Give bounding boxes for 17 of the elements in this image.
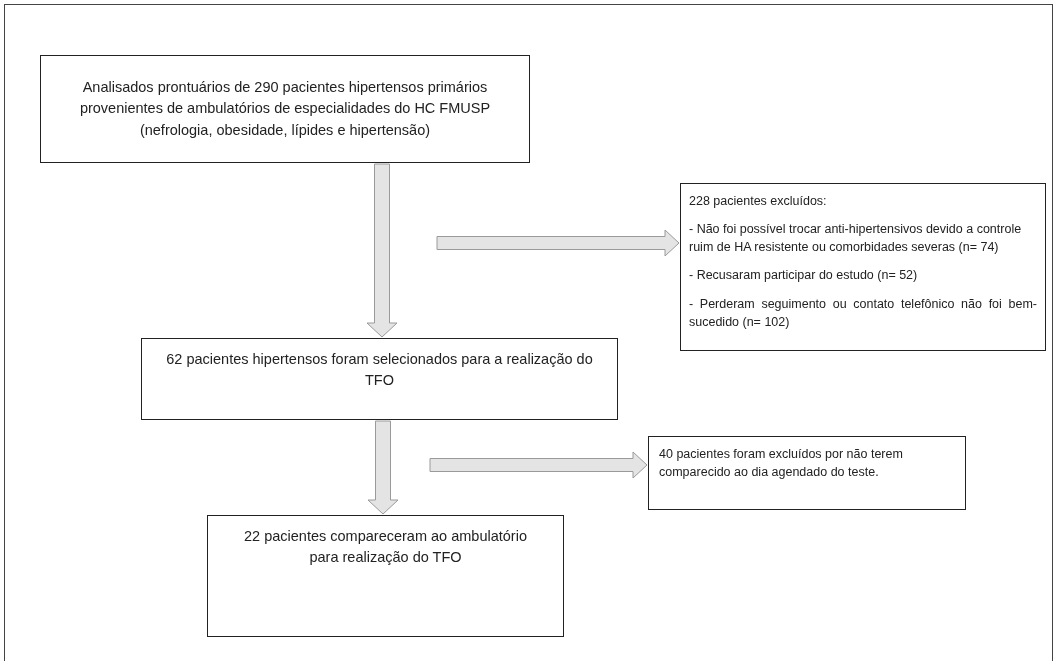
exclusion-reason: - Não foi possível trocar anti-hipertensivos devido a controle ruim de HA resistente ou comorbidades severas (n= 74) [689,221,1023,257]
process-box [141,338,618,420]
process-box [680,183,1046,351]
box-text: Analisados prontuários de 290 pacientes hipertensos primários provenientes de ambulatórios de especialidades do HC FMUSP (nefrologia, obesidade, lípides e hipertensão) [78,78,492,140]
block-arrow [436,229,680,257]
box-text: 40 pacientes foram excluídos por não terem comparecido ao dia agendado do teste. [659,446,904,482]
block-arrow [367,420,399,515]
block-arrow [429,451,648,479]
process-box [648,436,966,510]
box-text: 62 pacientes hipertensos foram selecionados para a realização do TFO [165,350,594,390]
process-box [40,55,530,163]
block-arrow [366,163,398,338]
exclusion-reason: - Recusaram participar do estudo (n= 52) [689,267,919,285]
process-box [207,515,564,637]
exclusion-reason: - Perderam seguimento ou contato telefônico não foi bem-sucedido (n= 102) [689,295,1037,331]
box-text: 22 pacientes compareceram ao ambulatório para realização do TFO [243,527,528,567]
box-heading: 228 pacientes excluídos: [689,193,828,210]
